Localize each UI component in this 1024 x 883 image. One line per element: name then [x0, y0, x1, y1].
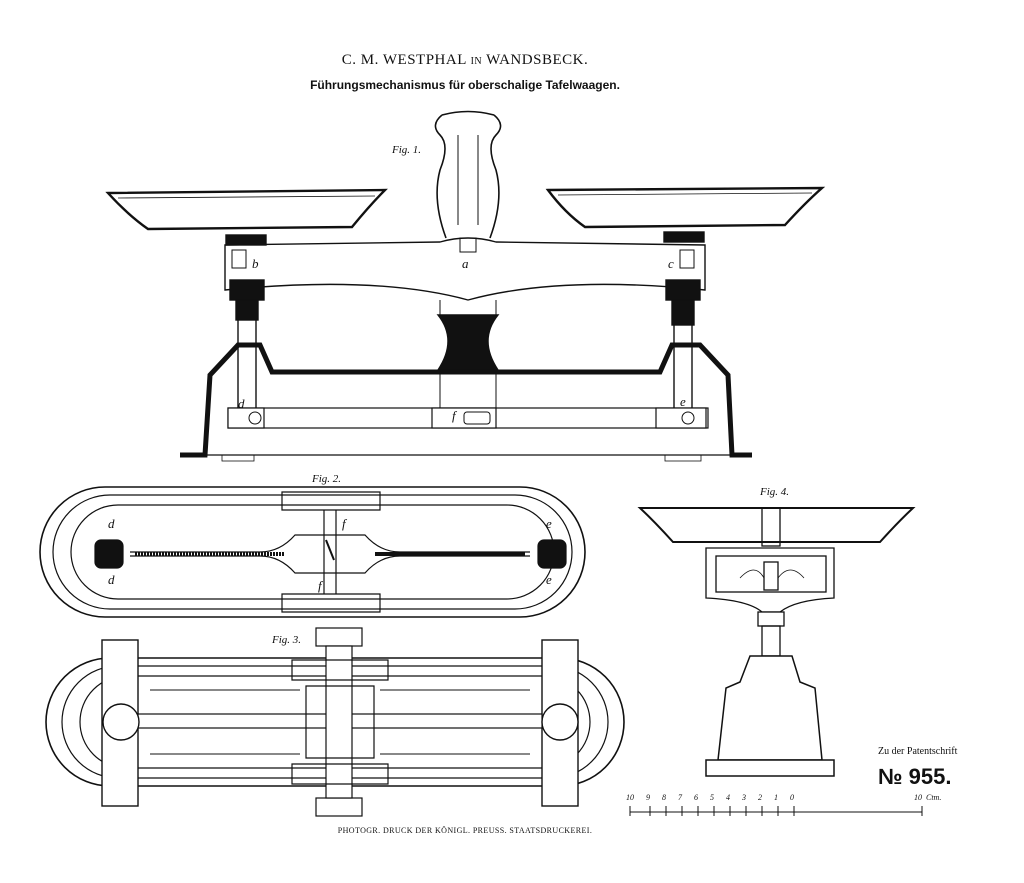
scale-tick: 9: [646, 793, 650, 802]
fig3-plan-drawing: [46, 628, 624, 816]
fig2-letter-f-bottom: f: [318, 578, 322, 594]
scale-tick: 7: [678, 793, 683, 802]
fig2-plan-drawing: [40, 487, 585, 617]
scale-tick: 3: [741, 793, 746, 802]
fig4-label: Fig. 4.: [760, 486, 789, 498]
fig4-side-drawing: [640, 508, 913, 776]
scale-tick: 10: [626, 793, 634, 802]
fig1-letter-a: a: [462, 256, 469, 272]
fig2-label: Fig. 2.: [312, 473, 341, 485]
scale-tick: 1: [774, 793, 778, 802]
fig4-base: [718, 656, 822, 760]
scale-tick: 6: [694, 793, 698, 802]
scale-tick: 10: [914, 793, 922, 802]
fig1-letter-e: e: [680, 394, 686, 410]
fig1-letter-f: f: [452, 408, 456, 424]
fig3-label: Fig. 3.: [272, 634, 301, 646]
patent-reference: Zu der Patentschrift: [878, 746, 957, 757]
printer-note: PHOTOGR. DRUCK DER KÖNIGL. PREUSS. STAAT…: [0, 826, 930, 835]
fig1-central-support: [438, 315, 498, 370]
fig1-scale-drawing: [108, 112, 822, 462]
fig1-letter-c: c: [668, 256, 674, 272]
fig2-letter-e-bottom: e: [546, 572, 552, 588]
fig1-label: Fig. 1.: [392, 144, 421, 156]
scale-tick: 8: [662, 793, 666, 802]
patent-number: № 955.: [878, 764, 951, 790]
scale-tick: 2: [758, 793, 762, 802]
scale-bar: [630, 806, 922, 816]
fig2-letter-d-top: d: [108, 516, 115, 532]
fig1-lyre-pointer: [435, 112, 500, 239]
scale-tick: 5: [710, 793, 714, 802]
fig1-letter-b: b: [252, 256, 259, 272]
fig1-letter-d: d: [238, 396, 245, 412]
scale-tick: 0: [790, 793, 794, 802]
fig2-letter-e-top: e: [546, 516, 552, 532]
scale-unit: Ctm.: [926, 793, 941, 802]
scale-tick-labels: 10 9 8 7 6 5 4 3 2 1 0 10 Ctm.: [626, 793, 941, 802]
fig2-letter-f-top: f: [342, 516, 346, 532]
scale-tick: 4: [726, 793, 730, 802]
fig2-letter-d-bottom: d: [108, 572, 115, 588]
